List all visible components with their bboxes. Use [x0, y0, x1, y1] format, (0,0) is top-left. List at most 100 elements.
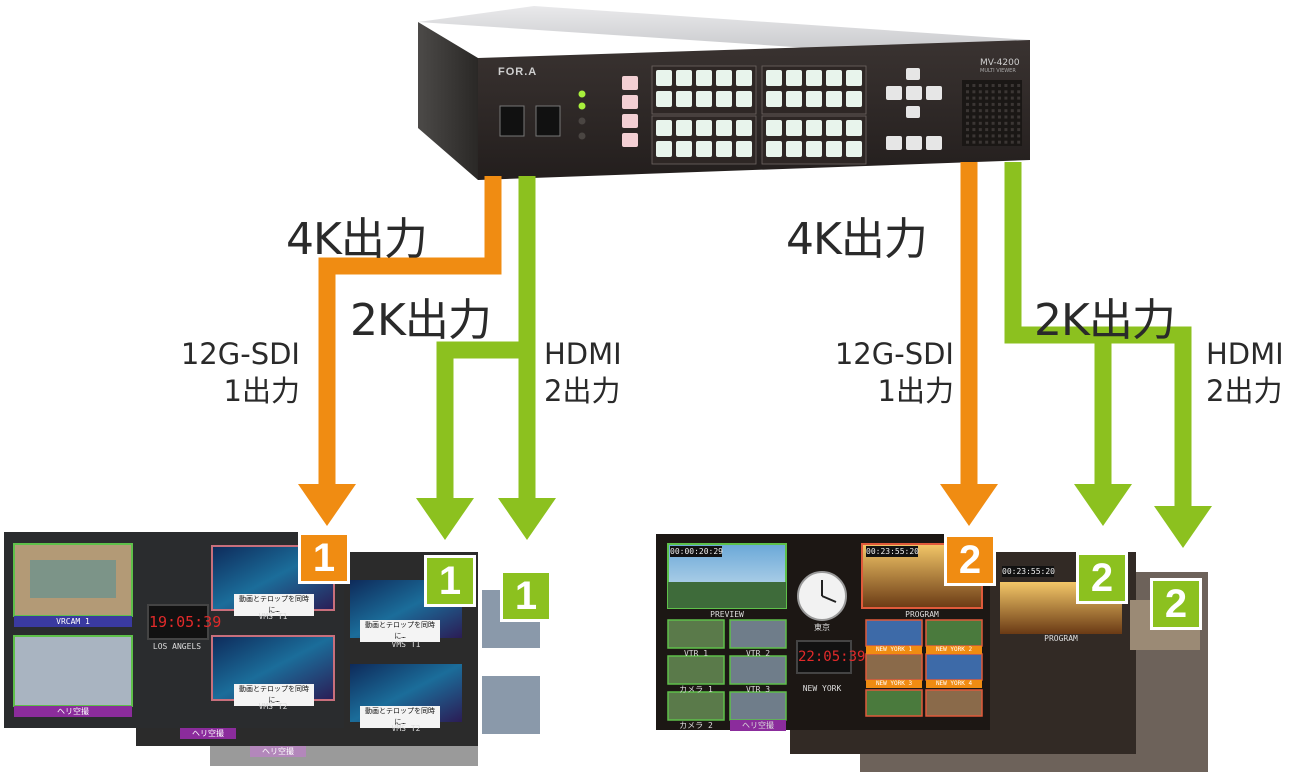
right-4k-label: 4K出力 — [786, 214, 928, 265]
vent-hole — [985, 121, 989, 125]
vent-hole — [991, 90, 995, 94]
vent-hole — [966, 109, 969, 113]
tile-vms-t2-telop: 動画とテロップを同時に… — [234, 684, 314, 706]
led-gen-lock — [578, 132, 586, 140]
vent-hole — [1010, 128, 1014, 132]
mid-program-timecode: 00:23:55:20 — [1002, 566, 1055, 577]
device-brand: FOR.A — [498, 66, 538, 78]
tile-vms-t1-label: VMS T1 — [258, 612, 288, 621]
vent-hole — [991, 102, 995, 106]
small-tile — [667, 619, 725, 649]
preview-forest — [668, 582, 786, 608]
mid-tile-1-telop: 動画とテロップを同時に… — [360, 620, 440, 642]
vent-hole — [978, 140, 982, 144]
small-tile-label: VTR 1 — [683, 649, 709, 658]
input-key — [826, 120, 842, 136]
vent-holes — [966, 84, 1021, 144]
right-badge-hdmi2: 2 — [1150, 578, 1202, 630]
vent-hole — [1004, 115, 1008, 119]
ny-tiles — [865, 619, 983, 717]
vent-hole — [991, 109, 995, 113]
vent-hole — [1010, 102, 1014, 106]
vent-hole — [985, 128, 989, 132]
vent-hole — [978, 84, 982, 87]
small-tile-label: VTR 3 — [745, 685, 771, 694]
input-key — [806, 70, 822, 86]
device-model: MV-4200 — [980, 58, 1020, 68]
device-model-sub: MULTI VIEWER — [980, 68, 1016, 74]
vent-hole — [985, 84, 989, 87]
vent-hole — [985, 115, 989, 119]
vent-hole — [1010, 121, 1014, 125]
vent-hole — [972, 109, 976, 113]
tile-vrcam-studio — [30, 560, 116, 598]
input-key — [806, 120, 822, 136]
input-key — [736, 91, 752, 107]
vent-hole — [972, 84, 976, 87]
vent-hole — [1004, 134, 1008, 138]
vent-hole — [978, 90, 982, 94]
right-city1: 東京 — [814, 623, 830, 632]
vent-hole — [972, 90, 976, 94]
menu-key — [926, 136, 942, 150]
mid-aerial-label: ヘリ空撮 — [180, 728, 236, 739]
right-sdi-line1: 12G-SDI — [834, 337, 954, 371]
input-key — [766, 70, 782, 86]
mid-tile-2-label: VMS T2 — [391, 724, 421, 733]
next-key — [926, 86, 942, 100]
right-hdmi-line1: HDMI — [1206, 337, 1284, 371]
vent-hole — [972, 115, 976, 119]
small-tile — [667, 691, 725, 721]
program-label: PROGRAM — [905, 610, 939, 619]
back-tile-2 — [482, 676, 540, 734]
right-hdmi2-arrowhead — [1154, 506, 1212, 548]
vent-hole — [991, 96, 995, 100]
input-key — [716, 120, 732, 136]
vent-hole — [998, 84, 1001, 87]
input-key — [696, 70, 712, 86]
input-key — [826, 91, 842, 107]
vent-hole — [972, 121, 976, 125]
vent-hole — [1004, 96, 1008, 100]
vent-hole — [1017, 128, 1021, 132]
ny-tile — [925, 653, 983, 681]
vent-hole — [966, 115, 969, 119]
vent-hole — [985, 90, 989, 94]
mode-key-1 — [622, 76, 638, 90]
back-aerial-label: ヘリ空撮 — [250, 746, 306, 757]
vent-hole — [978, 115, 982, 119]
input-key — [676, 70, 692, 86]
input-key — [736, 70, 752, 86]
right-badge-sdi: 2 — [944, 534, 996, 586]
ny-tile-label: NEW YORK 3 — [866, 680, 922, 688]
vent-hole — [991, 84, 995, 87]
left-hdmi2-arrowhead — [498, 498, 556, 540]
vent-hole — [978, 102, 982, 106]
mode-key-2 — [622, 95, 638, 109]
ny-tile — [925, 619, 983, 647]
vent-hole — [1010, 115, 1014, 119]
input-key — [736, 120, 752, 136]
input-key — [826, 70, 842, 86]
left-sdi-line2: 1出力 — [223, 374, 300, 408]
key-groups — [651, 65, 867, 165]
vent-hole — [972, 102, 976, 106]
vent-hole — [998, 90, 1001, 94]
device-side — [418, 22, 478, 180]
tile-vms-t2-label: VMS T2 — [258, 702, 288, 711]
func-key — [906, 136, 922, 150]
left-badge-hdmi1: 1 — [424, 555, 476, 607]
input-key — [656, 91, 672, 107]
vent-hole — [991, 134, 995, 138]
right-sdi-label: 12G-SDI 1出力 — [816, 336, 954, 410]
vent-hole — [966, 90, 969, 94]
vent-hole — [1017, 115, 1021, 119]
vent-hole — [1004, 128, 1008, 132]
program-timecode: 00:23:55:20 — [866, 546, 919, 557]
small-tile — [729, 691, 787, 721]
auto-key — [886, 86, 902, 100]
small-tile — [729, 655, 787, 685]
right-city2: NEW YORK — [802, 684, 842, 693]
vent-hole — [966, 102, 969, 106]
device-mv4200 — [418, 6, 1030, 180]
